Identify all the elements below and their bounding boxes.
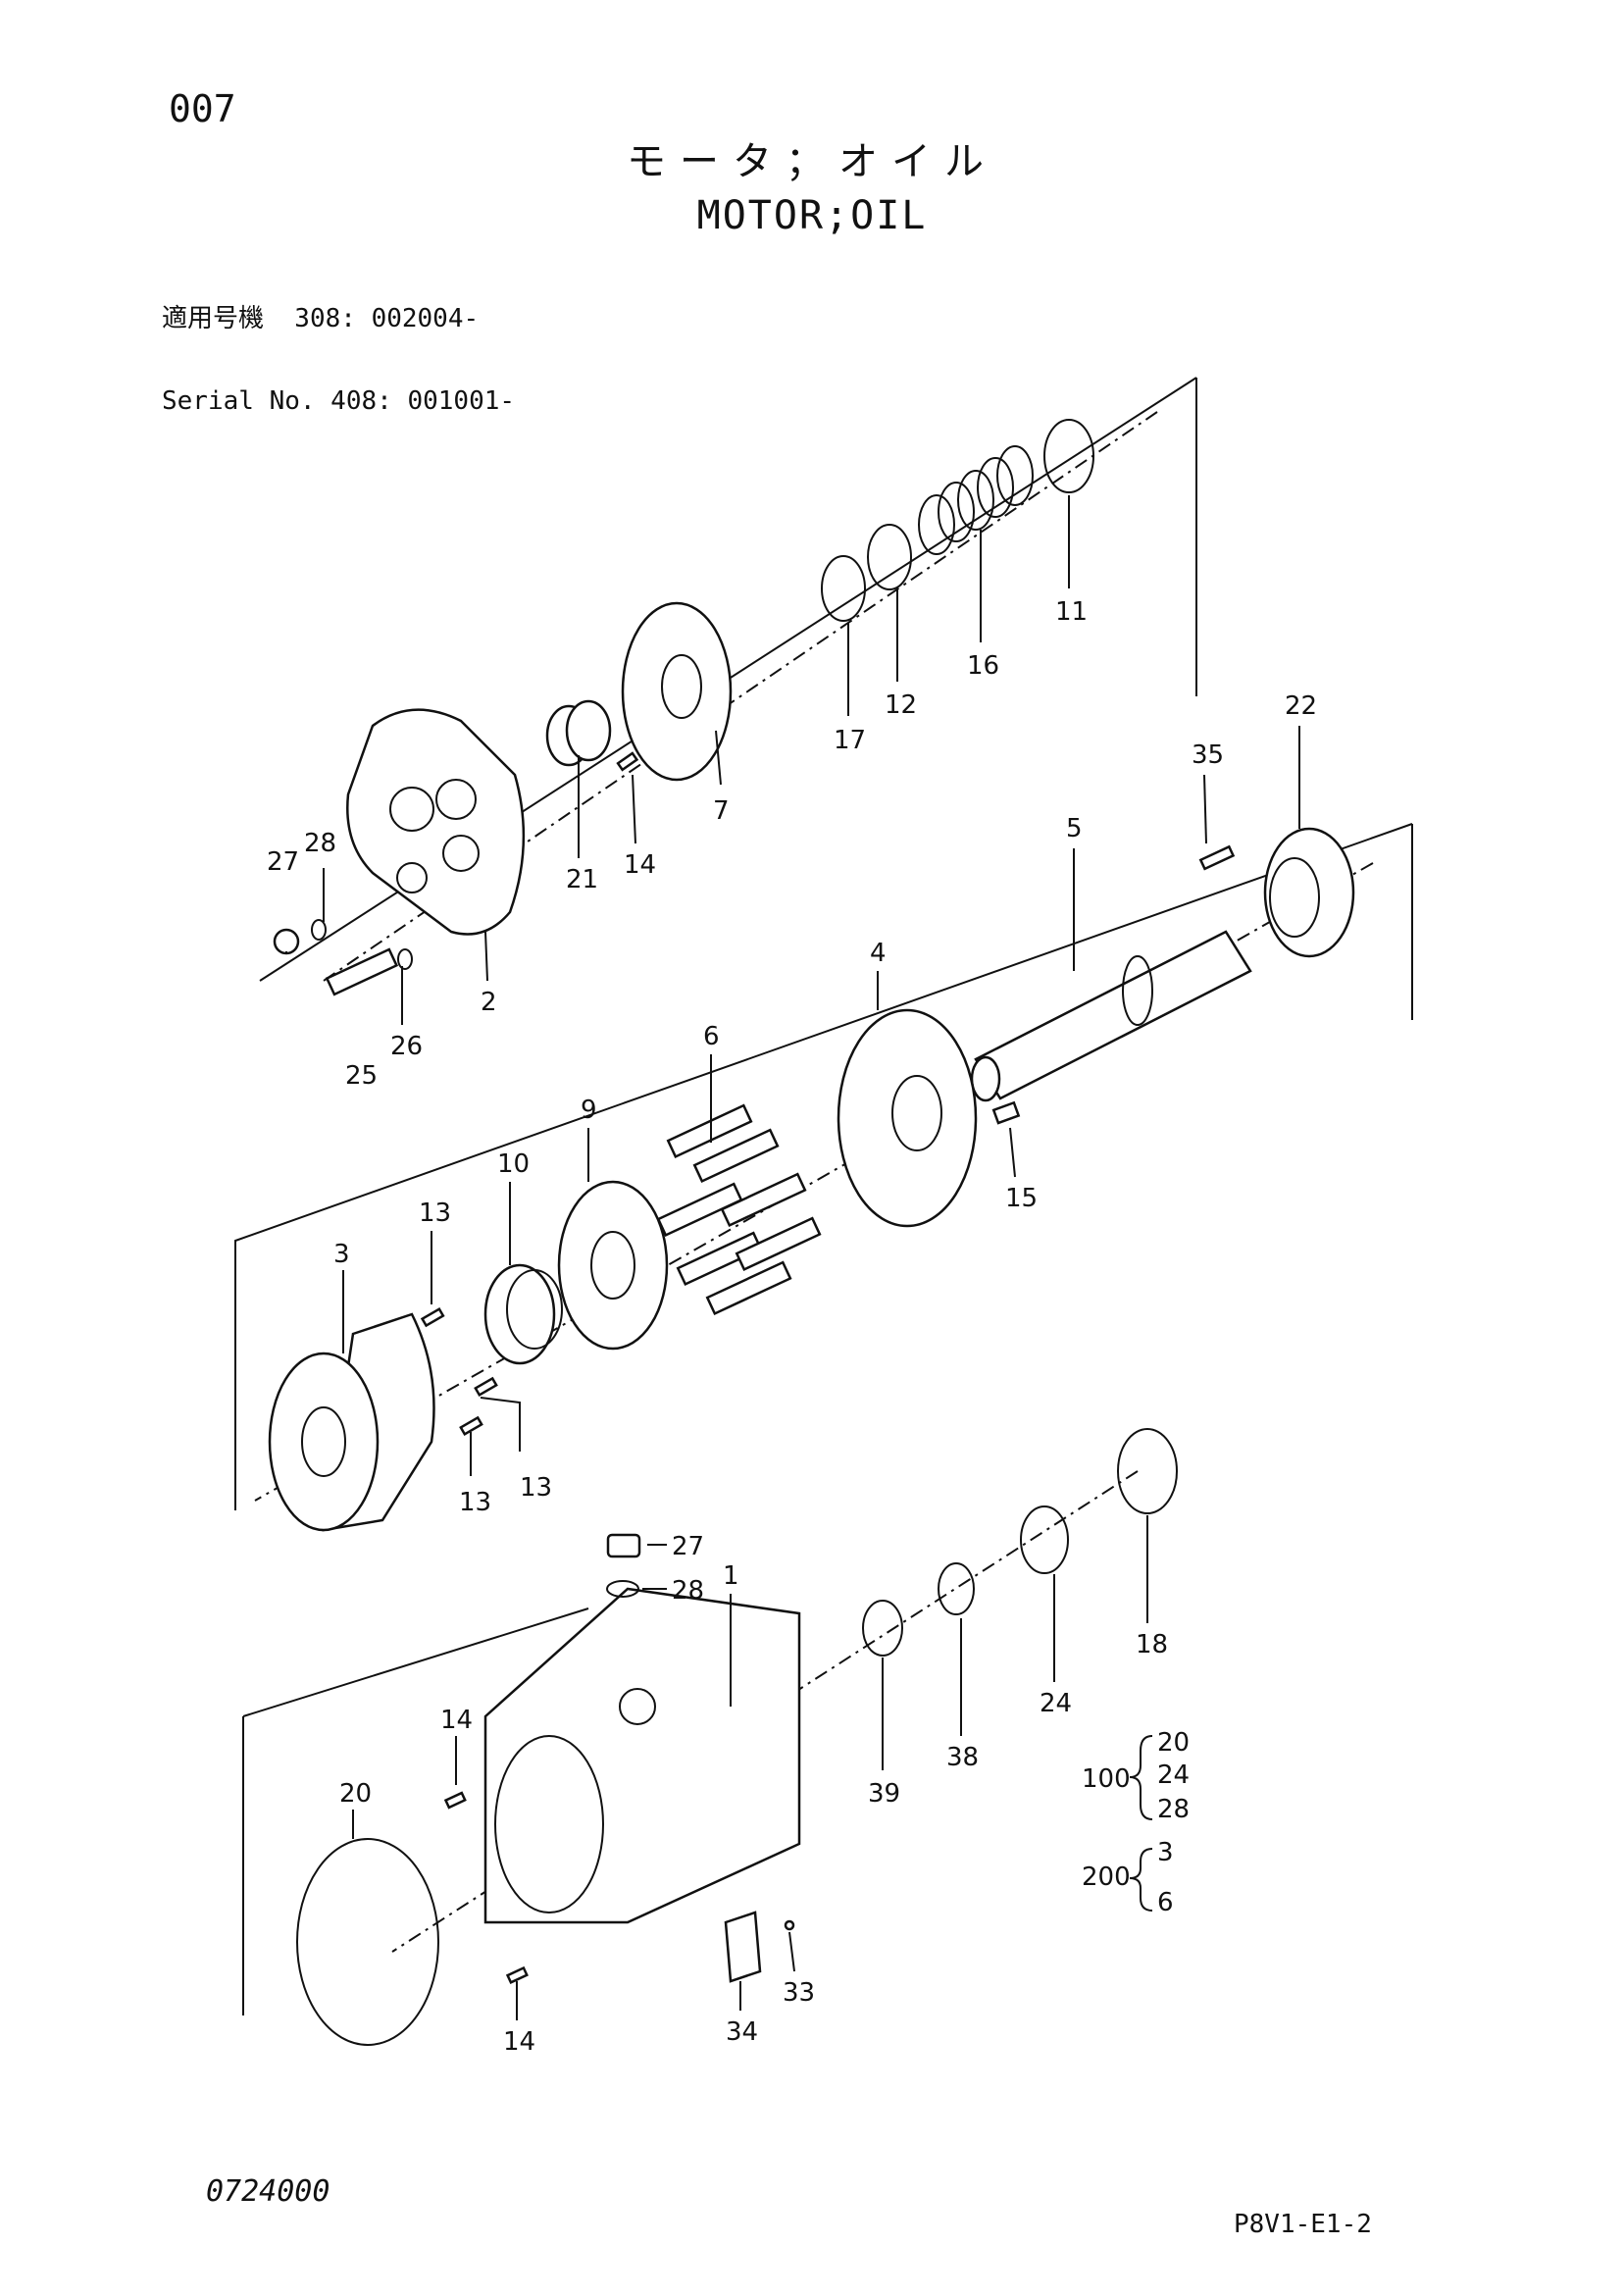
- part-spherical-bushing-10: [483, 1263, 563, 1365]
- part-seal-39: [862, 1600, 903, 1657]
- part-valve-cover: [346, 708, 526, 936]
- part-snap-ring-18: [1117, 1428, 1178, 1514]
- part-valve-plate: [621, 601, 733, 782]
- callout-15: 15: [1005, 1184, 1038, 1213]
- kit-100-brace: [1129, 1735, 1153, 1820]
- kit-200-item-3: 3: [1157, 1838, 1174, 1867]
- assembly-frame-middle: [234, 823, 1413, 1510]
- part-bearing-22: [1263, 827, 1355, 958]
- kit-100-item-20: 20: [1157, 1728, 1190, 1758]
- callout-labels: 11 16 12 17 7 14 21 2 27 28 26 25 22 35 …: [267, 597, 1317, 2057]
- callout-17: 17: [834, 726, 866, 755]
- callout-13-bottom: 13: [459, 1488, 491, 1517]
- callout-39: 39: [868, 1779, 900, 1809]
- callout-14-lower: 14: [440, 1706, 473, 1735]
- callout-25: 25: [345, 1061, 378, 1091]
- part-retainer-plate-9: [557, 1180, 669, 1351]
- document-number: 0724000: [206, 2174, 330, 2209]
- part-ring-11: [1043, 419, 1094, 493]
- callout-10: 10: [497, 1149, 530, 1179]
- kit-200: 200 3 6: [1082, 1838, 1174, 1917]
- serial-line-2: Serial No. 408: 001001-: [162, 386, 516, 416]
- callout-27-upper: 27: [267, 847, 299, 877]
- part-swash-plate-4: [837, 1008, 978, 1228]
- callout-12: 12: [885, 690, 917, 720]
- part-needle-bearing: [545, 699, 612, 767]
- reference-code: P8V1-E1-2: [1234, 2210, 1372, 2239]
- callout-13-top: 13: [419, 1199, 451, 1228]
- part-nameplate-34: [724, 1911, 762, 1983]
- part-spring-16: [918, 445, 1034, 555]
- part-bolt-25: [325, 947, 413, 996]
- axis-line-upper: [323, 411, 1158, 982]
- callout-22: 22: [1285, 691, 1317, 721]
- part-rivet-33: [784, 1919, 795, 1931]
- callout-11: 11: [1055, 597, 1088, 627]
- axis-line-middle: [254, 862, 1374, 1502]
- title-english: MOTOR;OIL: [696, 193, 928, 238]
- callout-38: 38: [946, 1743, 979, 1772]
- part-plug-27-lower: [606, 1533, 641, 1558]
- callout-3: 3: [333, 1240, 350, 1269]
- kit-200-id: 200: [1082, 1862, 1131, 1892]
- kit-100-id: 100: [1082, 1764, 1131, 1794]
- part-oil-seal-24: [1020, 1505, 1069, 1574]
- callout-26: 26: [390, 1032, 423, 1061]
- callout-2: 2: [481, 988, 497, 1017]
- callout-16: 16: [967, 651, 999, 681]
- callout-28-upper: 28: [304, 829, 336, 858]
- callout-14-upper: 14: [624, 850, 656, 880]
- callout-9: 9: [581, 1096, 597, 1125]
- part-pins-14-lower: [443, 1791, 529, 1984]
- callout-33: 33: [783, 1978, 815, 2008]
- callout-27-lower: 27: [672, 1532, 704, 1561]
- part-pistons-6: [656, 1103, 822, 1316]
- part-snap-ring-17: [821, 555, 866, 622]
- part-key-35: [1198, 844, 1236, 871]
- part-pin-14-upper: [616, 751, 639, 772]
- callout-20: 20: [339, 1779, 372, 1809]
- callout-13-right: 13: [520, 1473, 552, 1503]
- title-japanese: モータ；オイル: [627, 139, 997, 184]
- callout-14-bottom: 14: [503, 2027, 535, 2057]
- part-cylinder-block-3: [268, 1312, 435, 1532]
- part-casing-1: [483, 1587, 801, 1924]
- part-pin-15: [991, 1100, 1021, 1125]
- kit-200-item-6: 6: [1157, 1888, 1174, 1917]
- serial-block: 適用号機 308: 002004- Serial No. 408: 001001…: [162, 250, 515, 442]
- callout-24: 24: [1040, 1689, 1072, 1718]
- callout-18: 18: [1136, 1630, 1168, 1659]
- kit-100: 100 20 24 28: [1082, 1728, 1190, 1824]
- kit-200-brace: [1129, 1848, 1153, 1912]
- part-plug-27-upper: [273, 919, 327, 955]
- part-shaft-5: [970, 930, 1252, 1102]
- callout-7: 7: [713, 796, 730, 826]
- kit-100-item-24: 24: [1157, 1760, 1190, 1790]
- callout-28-lower: 28: [672, 1576, 704, 1606]
- callout-4: 4: [870, 939, 887, 968]
- part-pins-13: [420, 1306, 498, 1437]
- part-snap-ring-38: [938, 1562, 975, 1615]
- callout-1: 1: [723, 1561, 739, 1591]
- axis-line-lower: [391, 1470, 1139, 1953]
- part-washer-12: [867, 524, 912, 590]
- part-oring-20: [296, 1838, 439, 2046]
- callout-5: 5: [1066, 814, 1083, 843]
- serial-line-1: 適用号機 308: 002004-: [162, 304, 480, 333]
- callout-35: 35: [1192, 740, 1224, 770]
- leader-lines: [285, 495, 1300, 2020]
- assembly-frame-lower: [242, 1607, 589, 2015]
- callout-34: 34: [726, 2017, 758, 2047]
- page-number: 007: [169, 87, 236, 130]
- kit-100-item-28: 28: [1157, 1795, 1190, 1824]
- part-oring-28-lower: [606, 1580, 639, 1598]
- callout-6: 6: [703, 1022, 720, 1051]
- callout-21: 21: [566, 865, 598, 894]
